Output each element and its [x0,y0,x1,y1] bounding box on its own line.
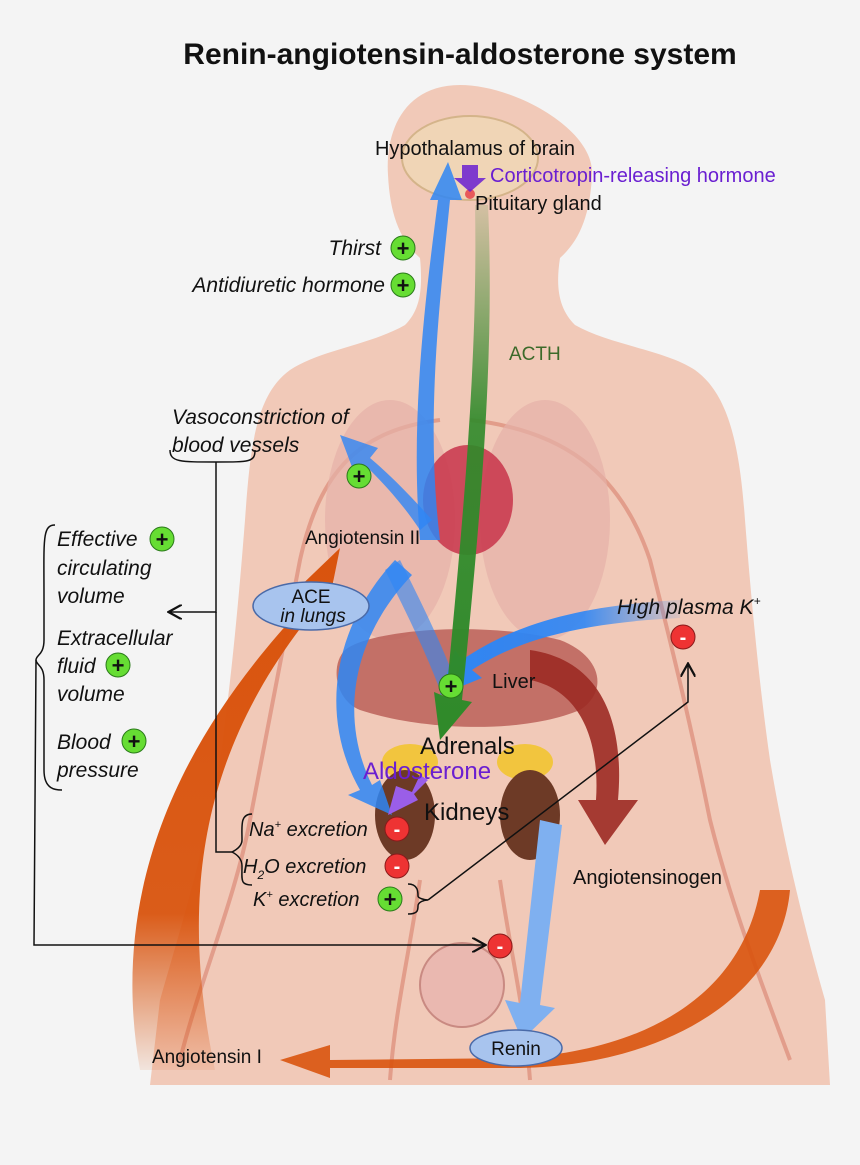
adrenals-label: Adrenals [420,733,515,760]
acth-arrow [434,205,490,740]
h2o-excretion-label: H2O excretion [243,856,366,882]
bladder-shape [419,942,505,1028]
renin-arrow [505,820,562,1040]
left-brace [35,524,63,791]
angiotensin-ii-blue-body [385,560,455,690]
vaso-plus-badge: + [346,463,372,489]
svg-text:+: + [156,527,169,552]
vaso-label-line1: Vasoconstriction of [172,406,351,429]
k-excretion-plus-badge: + [377,886,403,912]
diagram-title: Renin-angiotensin-aldosterone system [183,38,736,71]
angiotensinogen-arrow [530,650,638,845]
hypothalamus-label: Hypothalamus of brain [375,138,575,160]
right-lung-shape [480,400,610,640]
na-excretion-label: Na+ excretion [249,819,368,841]
svg-text:-: - [394,856,401,878]
renin-ellipse [469,1029,563,1067]
adh-plus-badge: + [390,272,416,298]
ecf-label-line3: volume [57,683,125,706]
kidneys-label: Kidneys [424,799,509,826]
aldosterone-arrow [388,775,428,815]
angiotensin-i-arrow [280,890,790,1078]
renin-minus-badge: - [487,933,513,959]
crh-arrow [454,165,486,192]
blue-arrows [336,162,680,815]
angiotensin-i-label: Angiotensin I [152,1047,262,1068]
high-k-arrow [440,600,680,695]
left-adrenal-shape [382,744,438,780]
liver-label: Liver [492,671,536,693]
renin-label: Renin [491,1039,541,1060]
liver-plus-badge: + [438,673,464,699]
text-labels: Renin-angiotensin-aldosterone system Hyp… [56,38,776,1068]
na-to-vaso-line [215,612,232,853]
svg-text:+: + [397,236,410,261]
pituitary-label: Pituitary gland [475,193,602,215]
ecf-label-line1: Extracellular [57,627,174,650]
aldosterone-label: Aldosterone [363,758,491,785]
connector-lines [33,449,688,945]
ecv-label-line1: Effective [57,528,138,551]
h2o-excretion-minus-badge: - [384,853,410,879]
body-silhouette [150,85,830,1085]
high-k-label: High plasma K+ [617,594,761,619]
ace-ellipse [252,581,370,631]
svg-text:+: + [112,653,125,678]
angiotensin-ii-label: Angiotensin II [305,528,420,549]
angiotensin-i-to-ii-arrow [132,548,340,1070]
adh-label: Antidiuretic hormone [190,274,385,297]
ecv-label-line3: volume [57,585,125,608]
badges: + + + + + + + + [105,235,696,959]
bp-label-line1: Blood [57,731,112,754]
thirst-plus-badge: + [390,235,416,261]
angiotensin-ii-to-brain-arrow [416,162,462,540]
thirst-label: Thirst [329,237,383,260]
svg-text:+: + [353,464,366,489]
angiotensin-ii-to-adrenal-arrow [336,560,412,815]
acth-label: ACTH [509,344,561,365]
svg-text:+: + [445,674,458,699]
ecf-plus-badge: + [105,652,131,678]
ecf-label-line2: fluid [57,655,97,678]
svg-text:-: - [497,936,504,958]
svg-text:+: + [128,729,141,754]
angiotensin-ii-to-vessels-arrow [340,435,432,530]
na-excretion-minus-badge: - [384,816,410,842]
ace-label-line1: ACE [291,587,330,608]
svg-text:-: - [680,627,687,649]
svg-text:+: + [384,887,397,912]
left-main-line [33,659,484,945]
crh-label: Corticotropin-releasing hormone [490,165,776,187]
right-adrenal-shape [497,744,553,780]
vaso-to-ecv-line [170,462,217,612]
k-excretion-label: K+ excretion [253,889,360,911]
brain-shape [401,115,539,201]
svg-text:+: + [397,273,410,298]
ecv-plus-badge: + [149,526,175,552]
angiotensinogen-label: Angiotensinogen [573,867,722,889]
k-to-high-k-line [427,665,688,901]
ecv-label-line2: circulating [57,557,152,580]
svg-text:-: - [394,819,401,841]
bp-label-line2: pressure [56,759,139,782]
ace-label-line2: in lungs [280,606,346,627]
vaso-label-line2: blood vessels [172,434,300,457]
bp-plus-badge: + [121,728,147,754]
pituitary-dot [465,189,475,199]
high-k-minus-badge: - [670,624,696,650]
